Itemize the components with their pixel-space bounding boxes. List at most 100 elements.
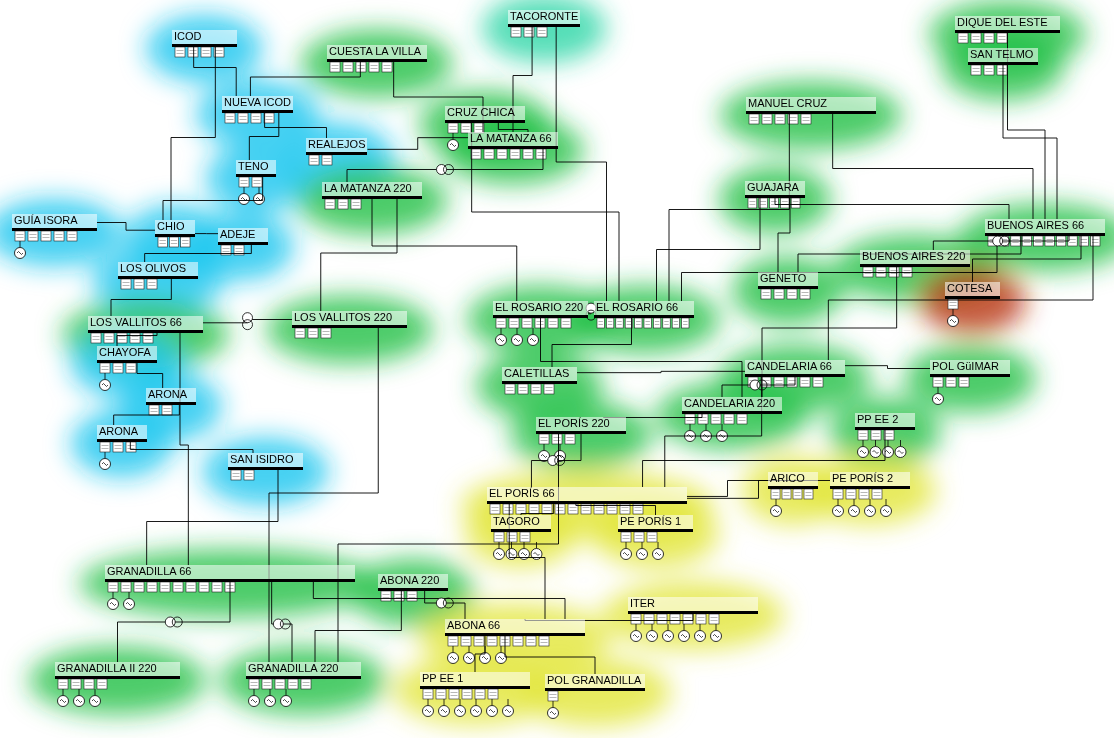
box-mark <box>522 535 529 536</box>
bay-group <box>597 318 689 328</box>
bus-name: NUEVA ICOD <box>224 96 291 109</box>
measurement-box <box>520 532 530 542</box>
generator-symbol <box>653 549 664 560</box>
box-mark <box>636 538 643 539</box>
generator-wave <box>521 553 527 556</box>
box-mark <box>450 126 457 127</box>
generator-symbol <box>439 706 450 717</box>
bus-node: LOS VALLITOS 220 <box>292 311 407 328</box>
box-mark <box>128 448 135 449</box>
generator-lead <box>453 133 454 140</box>
box-mark <box>674 324 678 325</box>
box-mark <box>303 685 310 686</box>
box-mark <box>777 117 784 118</box>
measurement-box <box>653 318 660 328</box>
measurement-box <box>322 155 332 165</box>
measurement-box <box>787 377 797 387</box>
generator-wave <box>835 510 841 513</box>
generator-lead <box>244 187 245 194</box>
box-mark <box>784 492 790 493</box>
box-mark <box>617 324 621 325</box>
box-mark <box>622 507 629 508</box>
generator-symbol <box>503 706 514 717</box>
measurement-box <box>91 333 101 343</box>
bus-node: TAGORO <box>491 515 551 532</box>
box-mark <box>60 682 67 683</box>
box-mark <box>123 285 130 286</box>
measurement-box <box>548 691 558 701</box>
generator-lead <box>501 646 502 653</box>
generator-lead <box>838 499 839 506</box>
measurement-box <box>804 489 813 499</box>
box-mark <box>327 205 334 206</box>
box-mark <box>848 492 855 493</box>
box-mark <box>583 510 590 511</box>
bus-name: BUENOS AIRES 220 <box>862 250 968 263</box>
bus-node: ABONA 66 <box>445 619 585 636</box>
measurement-box <box>606 318 613 328</box>
box-mark <box>646 321 650 322</box>
box-mark <box>655 321 659 322</box>
measurement-box <box>474 636 484 646</box>
measurement-box <box>252 177 262 187</box>
bay-group <box>231 470 254 480</box>
generator-wave <box>466 657 472 660</box>
bus-name: TACORONTE <box>510 10 578 23</box>
box-mark <box>110 588 117 589</box>
measurement-box <box>58 679 68 689</box>
box-mark <box>700 420 707 421</box>
box-mark <box>636 321 640 322</box>
box-mark <box>477 695 484 696</box>
bus-name: POL GRANADILLA <box>547 674 643 687</box>
line-connector <box>552 318 632 367</box>
bus-name: ARONA <box>99 425 145 438</box>
bay-group <box>309 155 332 165</box>
box-mark <box>251 682 258 683</box>
box-mark <box>123 588 130 589</box>
measurement-box <box>523 149 533 159</box>
bus-name: TAGORO <box>493 515 549 528</box>
measurement-box <box>948 299 958 309</box>
generator-wave <box>950 320 956 323</box>
measurement-box <box>539 636 549 646</box>
box-mark <box>128 445 135 446</box>
bus-name: PP EE 2 <box>857 413 913 426</box>
bus-node: EL ROSARIO 66 <box>594 301 694 318</box>
line-connector <box>577 371 745 372</box>
bay-group <box>958 33 1007 43</box>
glow-area <box>202 438 329 506</box>
box-mark <box>512 152 519 153</box>
generator-symbol <box>849 506 860 517</box>
generator-wave <box>867 510 873 513</box>
measurement-box <box>522 318 532 328</box>
bus-name: EL PORÍS 220 <box>538 417 624 430</box>
measurement-box <box>724 414 734 424</box>
generator-lead <box>776 499 777 506</box>
bay-group <box>496 318 572 346</box>
box-mark <box>297 331 304 332</box>
box-mark <box>182 240 188 241</box>
bus-node: NUEVA ICOD <box>222 96 293 113</box>
box-mark <box>223 251 230 252</box>
measurement-box <box>780 198 789 208</box>
box-mark <box>476 642 483 643</box>
box-mark <box>498 324 505 325</box>
box-mark <box>115 448 122 449</box>
generator-lead <box>668 624 669 631</box>
bay-group <box>548 691 559 719</box>
box-mark <box>570 510 577 511</box>
bus-name: REALEJOS <box>308 138 365 151</box>
measurement-box <box>462 689 472 699</box>
measurement-box <box>749 114 759 124</box>
measurement-box <box>471 149 481 159</box>
measurement-box <box>121 279 131 289</box>
box-mark <box>860 433 867 434</box>
box-mark <box>489 639 496 640</box>
transformer-symbol <box>243 313 253 330</box>
generator-lead <box>79 689 80 696</box>
generator-symbol <box>695 631 706 642</box>
bus-node: TENO <box>236 160 276 177</box>
box-mark <box>904 273 911 274</box>
generator-symbol <box>90 696 101 707</box>
box-mark <box>789 295 796 296</box>
